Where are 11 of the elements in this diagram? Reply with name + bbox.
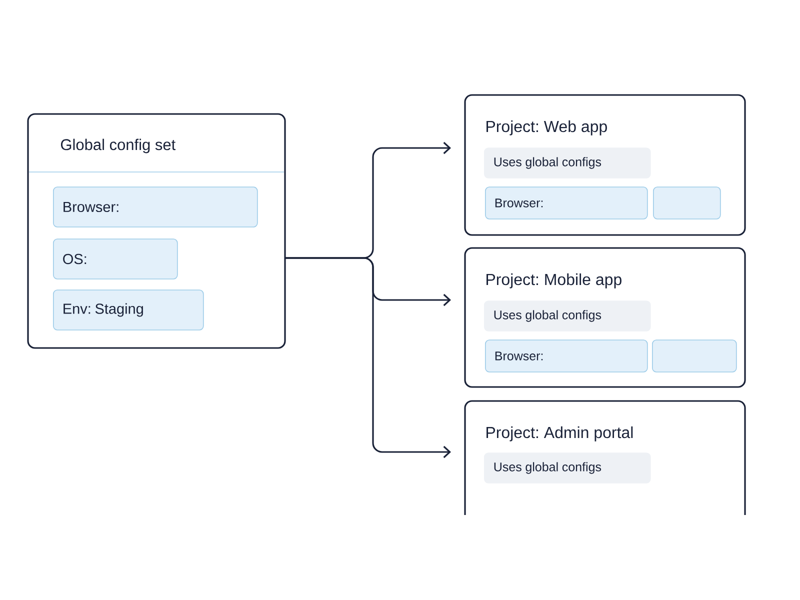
tag: Browser: bbox=[485, 186, 648, 220]
tag: Env: Staging bbox=[53, 290, 204, 330]
tag: Browser: bbox=[485, 340, 648, 372]
tag-box bbox=[652, 340, 737, 372]
tag: Uses global configs bbox=[484, 452, 651, 484]
tag: Browser: bbox=[53, 186, 258, 228]
arrow bbox=[285, 257, 451, 458]
tag-box bbox=[653, 186, 721, 220]
tag: OS: bbox=[53, 238, 178, 280]
tag: Uses global configs bbox=[484, 148, 651, 178]
tag: Uses global configs bbox=[484, 300, 651, 332]
